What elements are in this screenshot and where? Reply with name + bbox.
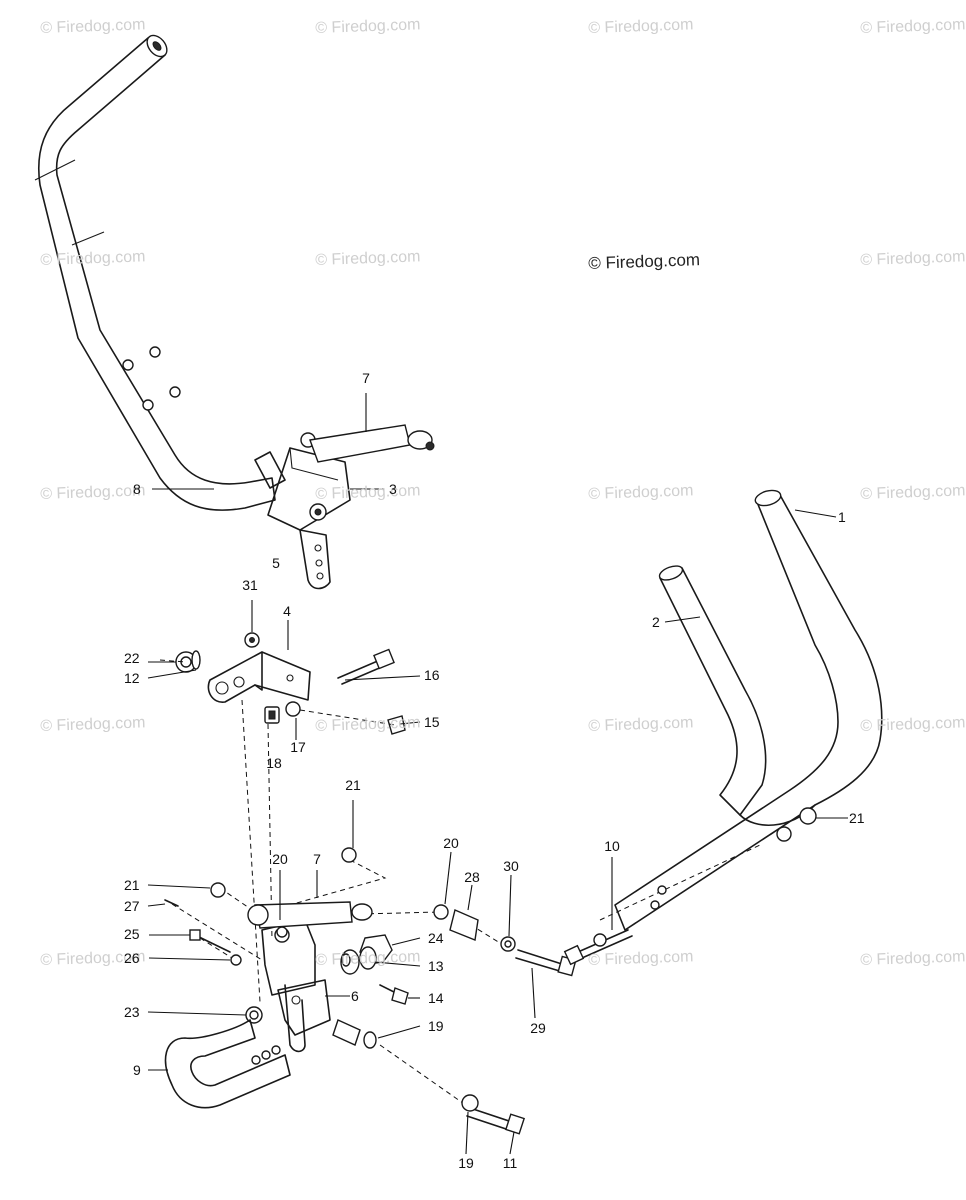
callout-13: 13	[428, 958, 444, 974]
callout-21-left: 21	[124, 877, 140, 893]
callout-14: 14	[428, 990, 444, 1006]
watermark: © Firedog.com	[588, 16, 694, 37]
lower-bracket-assembly	[164, 847, 409, 1053]
callout-1: 1	[838, 509, 846, 525]
callout-12: 12	[124, 670, 140, 686]
callout-22: 22	[124, 650, 140, 666]
alignment-lines	[159, 659, 801, 1109]
exploded-parts-diagram	[34, 34, 883, 1155]
callout-25: 25	[124, 926, 140, 942]
leader-lines	[147, 393, 848, 1155]
callout-29: 29	[530, 1020, 546, 1036]
watermark: © Firedog.com	[588, 948, 694, 969]
handle-bar-left-part-8	[34, 34, 276, 511]
watermark: © Firedog.com	[860, 16, 966, 37]
callout-3: 3	[389, 481, 397, 497]
callout-7-upper: 7	[362, 370, 370, 386]
spacer-hardware	[433, 904, 577, 1135]
watermark: © Firedog.com	[588, 714, 694, 735]
callout-24: 24	[428, 930, 444, 946]
watermark: © Firedog.com	[315, 482, 421, 503]
watermark: © Firedog.com	[315, 248, 421, 269]
callout-26: 26	[124, 950, 140, 966]
callout-4: 4	[283, 603, 291, 619]
callout-20-right: 20	[443, 835, 459, 851]
watermark: © Firedog.com	[588, 482, 694, 503]
upper-bracket-assembly	[254, 424, 435, 590]
callout-23: 23	[124, 1004, 140, 1020]
watermark: © Firedog.com	[315, 948, 421, 969]
callout-20-left: 20	[272, 851, 288, 867]
callout-2: 2	[652, 614, 660, 630]
callout-15: 15	[424, 714, 440, 730]
callout-31: 31	[242, 577, 258, 593]
watermark: © Firedog.com	[860, 248, 966, 269]
callout-16: 16	[424, 667, 440, 683]
callout-11: 11	[502, 1155, 518, 1171]
watermark: © Firedog.com	[860, 948, 966, 969]
callout-10-right: 10	[604, 838, 620, 854]
callout-17: 17	[290, 739, 306, 755]
watermark: © Firedog.com	[860, 482, 966, 503]
watermark: © Firedog.com	[860, 714, 966, 735]
callout-9: 9	[133, 1062, 141, 1078]
copyright-notice: © Firedog.com	[588, 250, 701, 273]
watermark: © Firedog.com	[40, 482, 146, 503]
lower-handle-part-9	[164, 1019, 291, 1109]
callout-18: 18	[266, 755, 282, 771]
callout-28: 28	[464, 869, 480, 885]
handle-bars-right-parts-1-2	[563, 489, 883, 966]
callout-21-right: 21	[849, 810, 865, 826]
watermark: © Firedog.com	[40, 714, 146, 735]
callout-5: 5	[272, 555, 280, 571]
watermark: © Firedog.com	[315, 16, 421, 37]
watermark: © Firedog.com	[315, 714, 421, 735]
callout-7-lower: 7	[313, 851, 321, 867]
callout-19-bottom: 19	[458, 1155, 474, 1171]
watermark: © Firedog.com	[40, 248, 146, 269]
watermark: © Firedog.com	[40, 16, 146, 37]
callout-8: 8	[133, 481, 141, 497]
callout-27: 27	[124, 898, 140, 914]
callout-30: 30	[503, 858, 519, 874]
callout-19-right: 19	[428, 1018, 444, 1034]
callout-6: 6	[351, 988, 359, 1004]
callout-21-mid: 21	[345, 777, 361, 793]
